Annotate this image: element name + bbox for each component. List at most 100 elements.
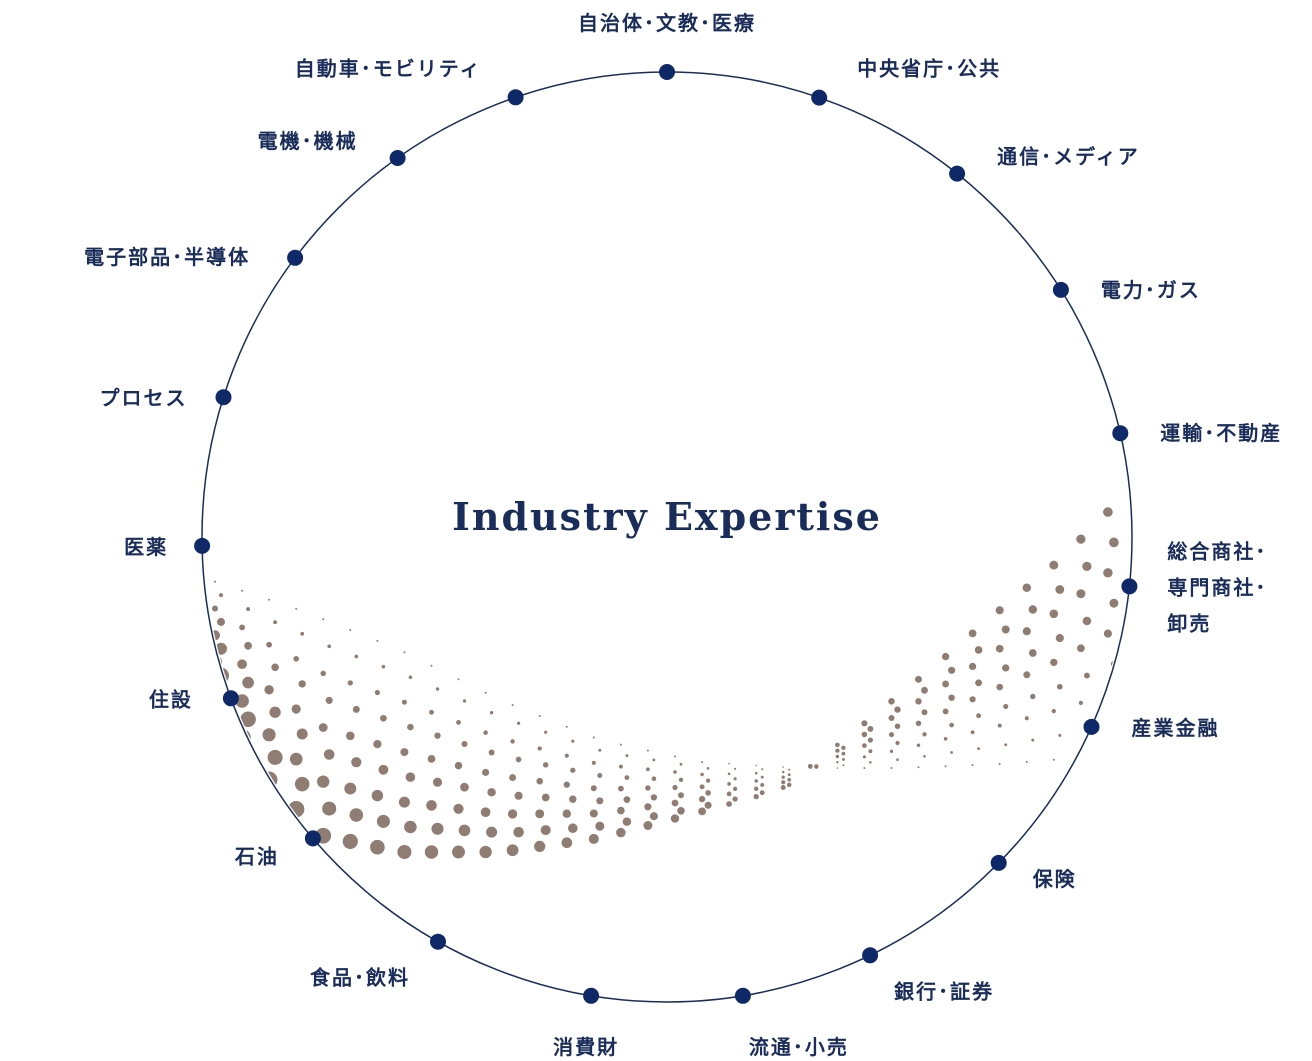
label-electronics: 電子部品･半導体 [84, 245, 250, 269]
wave-dot [240, 711, 256, 728]
wave-dot [237, 659, 247, 670]
label-insurance: 保険 [1032, 867, 1077, 891]
wave-dot [889, 749, 894, 753]
node-ind-finance [1083, 718, 1100, 735]
wave-dot [807, 763, 813, 769]
wave-dot [564, 753, 569, 758]
wave-dot [646, 767, 650, 772]
wave-dot [1105, 692, 1111, 697]
wave-dot [915, 720, 922, 727]
wave-dot [239, 624, 246, 631]
wave-dot [1030, 693, 1036, 700]
wave-dot [373, 739, 382, 749]
node-telecom [949, 165, 966, 182]
wave-dot [427, 755, 436, 763]
wave-dot [318, 723, 328, 732]
wave-dot [616, 827, 626, 838]
wave-dot [320, 670, 326, 677]
wave-dot [435, 687, 440, 691]
wave-dot [861, 731, 868, 738]
wave-dot [759, 790, 765, 796]
wave-dot [861, 720, 868, 727]
label-auto: 自動車･モビリティ [295, 56, 482, 80]
wave-dot [456, 720, 461, 725]
wave-dot [351, 757, 362, 768]
wave-dot [563, 781, 570, 788]
wave-dot [997, 723, 1002, 728]
wave-dot [998, 763, 1001, 765]
wave-dot [454, 761, 463, 770]
wave-dot [786, 782, 792, 788]
wave-dot [1058, 733, 1062, 737]
wave-dot [479, 845, 492, 859]
wave-dot [706, 766, 710, 770]
wave-dot [294, 776, 310, 792]
wave-dot [1051, 709, 1056, 714]
node-food [430, 933, 446, 950]
wave-dot [264, 685, 274, 695]
label-machinery: 電機･機械 [258, 129, 358, 153]
node-trading [1121, 578, 1138, 595]
wave-dot [782, 766, 784, 768]
wave-dot [296, 728, 308, 740]
wave-dot [787, 773, 791, 777]
node-power [1052, 281, 1069, 298]
wave-dot [268, 598, 271, 601]
wave-dot [1003, 703, 1009, 709]
wave-dot [246, 607, 251, 612]
wave-dot [378, 764, 389, 775]
wave-dot [266, 641, 272, 648]
wave-dot [862, 755, 867, 759]
wave-dot [836, 767, 839, 769]
wave-dot [618, 764, 623, 769]
wave-dot [942, 680, 950, 688]
wave-dot [704, 801, 712, 809]
wave-dot [569, 795, 577, 803]
wave-dot [781, 780, 786, 785]
wave-dot [1001, 625, 1010, 634]
wave-dot [352, 705, 360, 713]
wave-dot [590, 785, 597, 792]
wave-dot [644, 803, 652, 811]
wave-dot [787, 777, 792, 782]
wave-dot [214, 580, 216, 583]
wave-dot [755, 764, 757, 767]
wave-dot [541, 793, 550, 802]
wave-dot [921, 686, 928, 694]
wave-dot [506, 844, 519, 857]
label-housing: 住設 [149, 687, 193, 711]
wave-dot [1050, 658, 1058, 667]
wave-dot [376, 639, 379, 642]
wave-dot [672, 784, 678, 791]
wave-dot [510, 739, 515, 744]
wave-dot [408, 675, 413, 679]
wave-dot [1056, 683, 1063, 690]
wave-dot [480, 807, 491, 818]
label-consumer: 消費財 [553, 1035, 619, 1059]
wave-dot [699, 784, 705, 790]
wave-dot [267, 749, 283, 765]
wave-dot [1082, 561, 1092, 572]
node-electronics [287, 249, 304, 266]
wave-dot [836, 760, 839, 764]
wave-dot [293, 656, 299, 662]
wave-dot [969, 696, 976, 703]
wave-dot [841, 745, 846, 750]
wave-dot [424, 845, 439, 859]
wave-dot [754, 779, 758, 783]
wave-dot [347, 680, 353, 686]
wave-dot [542, 762, 549, 768]
wave-dot [727, 782, 731, 786]
wave-dot [643, 821, 653, 830]
wave-dot [380, 714, 387, 722]
wave-dot [948, 666, 956, 674]
wave-dot [732, 786, 738, 792]
wave-dot [487, 788, 496, 797]
wave-dot [922, 732, 927, 737]
node-oil [304, 830, 321, 847]
wave-dot [1025, 760, 1028, 763]
wave-dot [565, 725, 568, 728]
wave-dot [651, 776, 657, 781]
wave-dot [376, 814, 390, 828]
